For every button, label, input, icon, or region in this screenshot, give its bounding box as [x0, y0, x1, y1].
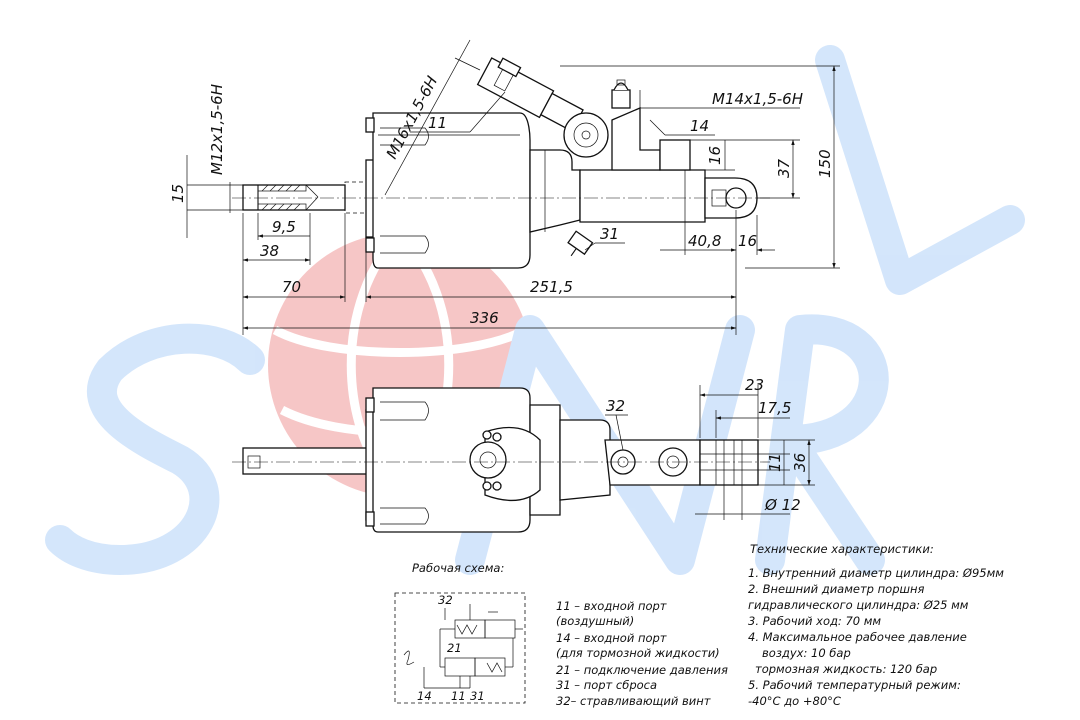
- side-rod: [242, 447, 372, 475]
- callout-31: 31: [600, 225, 619, 243]
- callout-32: 32: [606, 397, 625, 415]
- dims-side-view: 23 17,5 11 36 Ø 12: [695, 376, 815, 520]
- cylinder-body: [365, 112, 531, 269]
- callouts-top-view: 11 14 31: [410, 91, 715, 251]
- thread-hatching: [261, 184, 301, 211]
- dim-36: 36: [791, 453, 809, 472]
- specs-line-1: 1. Внутренний диаметр цилиндра: Ø95мм: [748, 566, 1004, 580]
- scheme-label-32: 32: [438, 593, 453, 607]
- specs-line-4: 3. Рабочий ход: 70 мм: [748, 614, 881, 628]
- specs-line-5: 4. Максимальное рабочее давление: [748, 630, 967, 644]
- dim-251-5: 251,5: [530, 278, 573, 296]
- bleed-port: [563, 112, 609, 158]
- hydraulic-cylinder: [579, 79, 706, 223]
- side-view: 23 17,5 11 36 Ø 12 32: [232, 376, 815, 533]
- dim-thread-m12: M12x1,5-6H: [208, 84, 226, 175]
- dim-40-8: 40,8: [688, 232, 721, 250]
- dim-16-right: 16: [738, 232, 757, 250]
- port-legend: 11 – входной порт (воздушный) 14 – входн…: [556, 599, 728, 708]
- legend-line-1: 11 – входной порт: [556, 599, 667, 613]
- dim-thread-m14: M14x1,5-6H: [712, 90, 803, 108]
- callout-11: 11: [428, 114, 447, 132]
- specs-line-9: -40°C до +80°C: [748, 694, 841, 708]
- dim-150: 150: [816, 149, 834, 178]
- push-rod: [242, 181, 368, 214]
- side-air-port: [469, 426, 541, 502]
- scheme-label-21: 21: [447, 641, 462, 655]
- legend-line-2: (воздушный): [556, 614, 634, 628]
- legend-line-3: 14 – входной порт: [556, 631, 667, 645]
- side-clevis: [699, 439, 759, 486]
- scheme-frame: [394, 592, 526, 704]
- scheme-label-14: 14: [417, 689, 432, 703]
- dim-17-5: 17,5: [758, 399, 791, 417]
- dim-15: 15: [169, 184, 187, 203]
- top-view: M12x1,5-6H 15 9,5 38 70 251,5 336: [169, 39, 840, 335]
- drain-port: [567, 230, 594, 257]
- callout-32-group: 32: [605, 397, 628, 451]
- cylinder-neck: [529, 149, 581, 233]
- dim-11: 11: [766, 453, 784, 472]
- dim-38: 38: [260, 242, 279, 260]
- specs-line-8: 5. Рабочий температурный режим:: [748, 678, 961, 692]
- dim-23: 23: [745, 376, 764, 394]
- legend-line-6: 31 – порт сброса: [556, 678, 657, 692]
- specs-line-6: воздух: 10 бар: [762, 646, 851, 660]
- scheme-title: Рабочая схема:: [412, 561, 504, 575]
- scheme-label-11: 11: [451, 689, 466, 703]
- dim-9-5: 9,5: [272, 218, 296, 236]
- legend-line-4: (для тормозной жидкости): [556, 646, 720, 660]
- specs-line-3: гидравлического цилиндра: Ø25 мм: [748, 598, 969, 612]
- callout-14: 14: [690, 117, 709, 135]
- legend-line-5: 21 – подключение давления: [556, 663, 728, 677]
- specs-line-7: тормозная жидкость: 120 бар: [755, 662, 937, 676]
- dim-d12: Ø 12: [764, 496, 801, 514]
- dim-37: 37: [775, 158, 793, 178]
- tech-specs: Технические характеристики: 1. Внутренни…: [748, 542, 1004, 708]
- legend-line-7: 32– стравливающий винт: [556, 694, 711, 708]
- dim-16-top: 16: [706, 146, 724, 165]
- side-hydraulic: [604, 439, 701, 486]
- specs-line-2: 2. Внешний диаметр поршня: [748, 582, 925, 596]
- scheme-label-31: 31: [470, 689, 485, 703]
- specs-title: Технические характеристики:: [750, 542, 934, 556]
- working-scheme: Рабочая схема: 32 21 14 11 31: [394, 561, 526, 704]
- dim-336: 336: [470, 309, 499, 327]
- dim-70: 70: [282, 278, 301, 296]
